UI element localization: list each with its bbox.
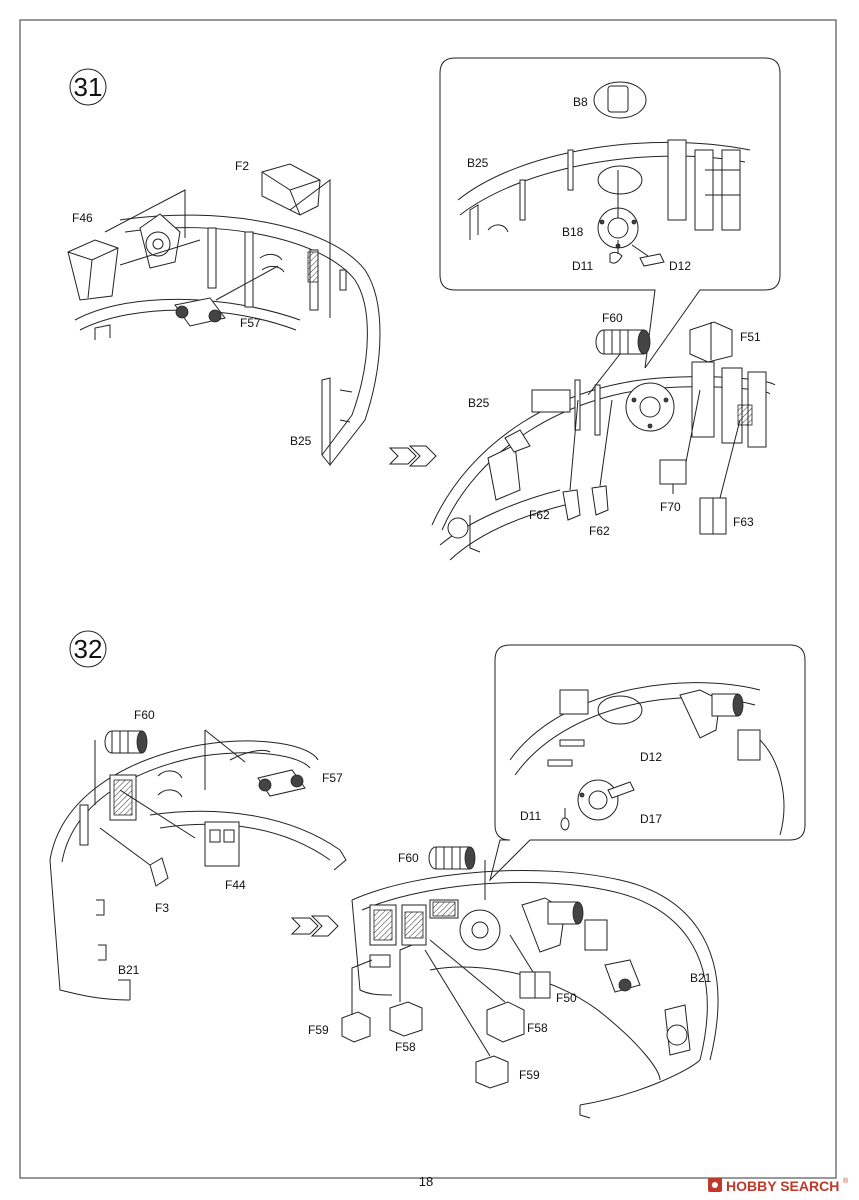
step-31: 31 (67, 57, 781, 561)
page-frame (19, 19, 837, 1179)
step-32: 32 (49, 630, 806, 1119)
label-F50: F50 (556, 991, 577, 1005)
label-F51: F51 (740, 330, 761, 344)
inset-label-D11: D11 (520, 809, 541, 823)
label-F2: F2 (235, 159, 249, 173)
inset-label-B18: B18 (562, 225, 584, 239)
label-B21-result: B21 (690, 971, 712, 985)
inset-label-B25: B25 (467, 156, 489, 170)
watermark: ● HOBBY SEARCH ® (708, 1176, 849, 1194)
label-F62-a: F62 (529, 508, 550, 522)
label-F59-a: F59 (308, 1023, 329, 1037)
step-32-transition-arrow (290, 915, 339, 937)
step-31-result-drawing (431, 321, 776, 561)
inset-label-D12: D12 (640, 750, 662, 764)
label-F44: F44 (225, 878, 246, 892)
inset-label-D12: D12 (669, 259, 691, 273)
inset-label-D17: D17 (640, 812, 662, 826)
label-F60-result: F60 (398, 851, 419, 865)
watermark-registered: ® (843, 1177, 849, 1185)
label-F63: F63 (733, 515, 754, 529)
step-31-number: 31 (74, 72, 103, 102)
label-F57: F57 (240, 316, 261, 330)
svg-text:●: ● (711, 1176, 719, 1192)
label-F59-b: F59 (519, 1068, 540, 1082)
step-32-result-drawing (341, 846, 719, 1119)
label-B25-result: B25 (468, 396, 490, 410)
label-B25: B25 (290, 434, 312, 448)
watermark-brand: HOBBY SEARCH (726, 1178, 839, 1194)
label-F62-b: F62 (589, 524, 610, 538)
step-31-number-circle (69, 68, 107, 106)
label-B21: B21 (118, 963, 140, 977)
label-F70: F70 (660, 500, 681, 514)
page-number: 18 (419, 1174, 433, 1189)
step-32-detail-inset (489, 644, 806, 882)
step-31-transition-arrow (388, 445, 437, 467)
label-F57: F57 (322, 771, 343, 785)
step-32-number: 32 (74, 634, 103, 664)
label-F46: F46 (72, 211, 93, 225)
label-F58-a: F58 (395, 1040, 416, 1054)
step-32-number-circle (69, 630, 107, 668)
label-F3: F3 (155, 901, 169, 915)
inset-label-B8: B8 (573, 95, 588, 109)
step-31-detail-inset (439, 57, 781, 369)
label-F58-b: F58 (527, 1021, 548, 1035)
step-32-hull-drawing (49, 729, 347, 1001)
label-F60: F60 (134, 708, 155, 722)
step-31-hull-drawing (67, 163, 381, 467)
inset-label-D11: D11 (572, 259, 593, 273)
label-F60: F60 (602, 311, 623, 325)
